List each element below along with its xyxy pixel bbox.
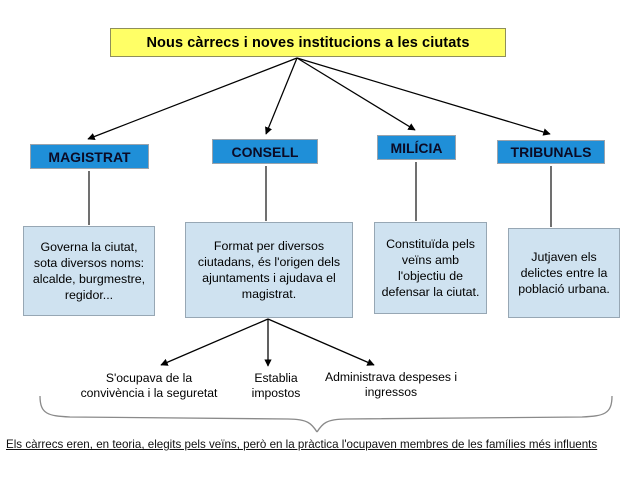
function-convivencia: S'ocupava de la convivència i la seguret… <box>80 371 218 401</box>
node-tribunals[interactable]: TRIBUNALS <box>497 140 605 164</box>
arrow-to-despeses <box>267 318 375 366</box>
diagram-title: Nous càrrecs i noves institucions a les … <box>110 28 506 57</box>
arrow-title-to-milicia <box>296 57 416 131</box>
description-tribunals: Jutjaven els delictes entre la població … <box>508 228 620 318</box>
title-to-institution-arrows <box>87 57 551 141</box>
function-despeses: Administrava despeses i ingressos <box>324 370 458 400</box>
arrow-title-to-magistrat <box>87 57 298 141</box>
function-impostos: Establia impostos <box>251 371 301 401</box>
arrow-to-convivencia <box>160 318 269 366</box>
description-consell: Format per diversos ciutadans, és l'orig… <box>185 222 353 318</box>
arrow-title-to-tribunals <box>296 57 551 136</box>
description-magistrat: Governa la ciutat, sota diversos noms: a… <box>23 226 155 316</box>
consell-function-arrows <box>160 318 375 367</box>
node-consell[interactable]: CONSELL <box>212 139 318 164</box>
arrow-title-to-consell <box>265 57 298 135</box>
node-magistrat[interactable]: MAGISTRAT <box>30 144 149 169</box>
institution-to-description-stems <box>88 162 552 227</box>
footer-caption: Els càrrecs eren, en teoria, elegits pel… <box>6 438 598 451</box>
description-milicia: Constituïda pels veïns amb l'objectiu de… <box>374 222 487 314</box>
node-milicia[interactable]: MILÍCIA <box>377 135 456 160</box>
